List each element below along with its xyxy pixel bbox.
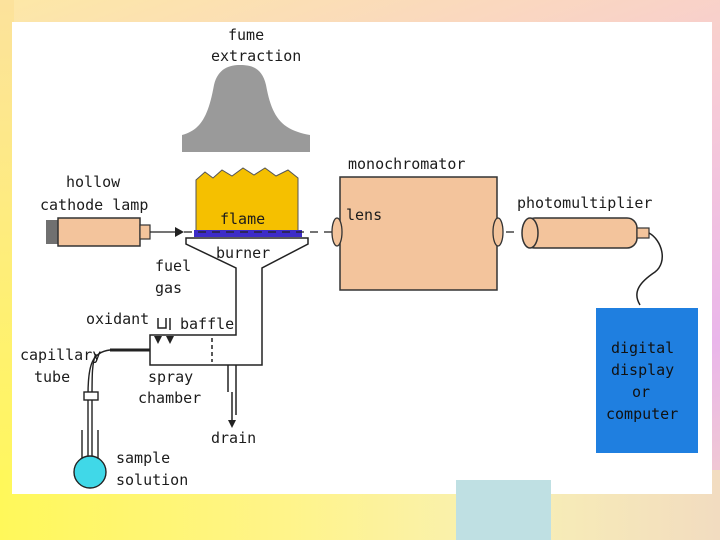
flame-shape	[195, 167, 299, 233]
lens-left-shape	[331, 217, 343, 247]
hollow-cathode-lamp	[46, 217, 184, 247]
label-monochromator: monochromator	[348, 155, 465, 173]
label-lens: lens	[346, 206, 382, 224]
background-left-strip	[0, 0, 14, 540]
burner-assembly	[110, 237, 309, 428]
label-sample-2: solution	[116, 471, 188, 489]
label-display-4: computer	[606, 405, 678, 423]
label-display-2: display	[611, 361, 674, 379]
label-display-3: or	[632, 383, 650, 401]
label-sample-1: sample	[116, 449, 170, 467]
label-burner: burner	[216, 244, 270, 262]
label-capillary-1: capillary	[20, 346, 101, 364]
monochromator-box	[339, 176, 498, 291]
label-fume-1: fume	[228, 26, 264, 44]
label-hollow-1: hollow	[66, 173, 121, 191]
lens-right-shape	[492, 217, 504, 247]
label-fuel-2: gas	[155, 279, 182, 297]
label-capillary-2: tube	[34, 368, 70, 386]
accent-box	[456, 480, 551, 540]
label-fume-2: extraction	[211, 47, 301, 65]
label-display-1: digital	[611, 339, 674, 357]
label-baffle: baffle	[180, 315, 234, 333]
label-flame: flame	[220, 210, 265, 228]
label-drain: drain	[211, 429, 256, 447]
label-spray-2: chamber	[138, 389, 201, 407]
fume-hood	[182, 65, 310, 152]
digital-display-box	[596, 308, 698, 453]
label-fuel-1: fuel	[155, 257, 191, 275]
label-spray-1: spray	[148, 368, 193, 386]
label-photomultiplier: photomultiplier	[517, 194, 652, 212]
photomultiplier-tube	[521, 217, 663, 306]
label-oxidant: oxidant	[86, 310, 149, 328]
burner-head	[194, 230, 302, 237]
label-hollow-2: cathode lamp	[40, 196, 148, 214]
capillary-and-sample	[73, 349, 111, 489]
